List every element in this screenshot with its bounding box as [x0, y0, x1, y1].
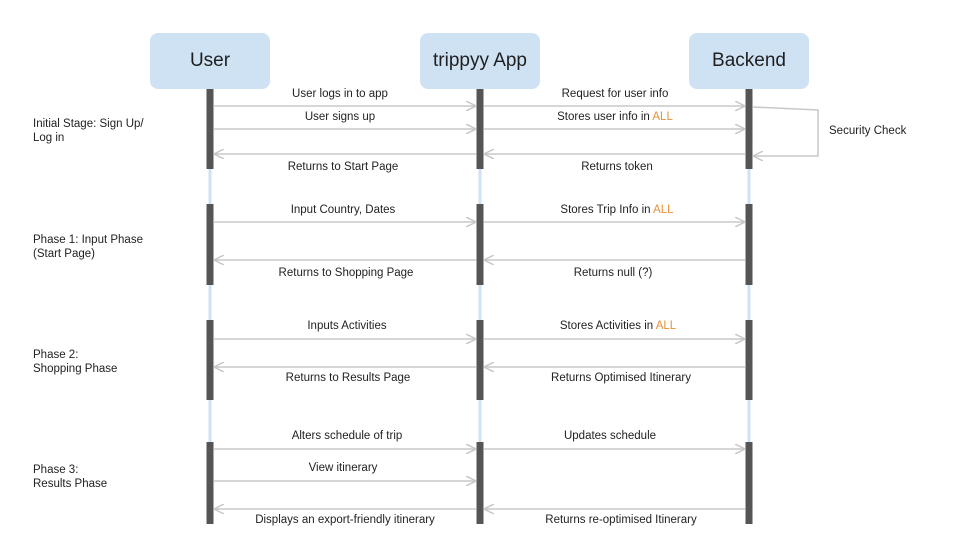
activation-app-phase1: [476, 204, 484, 285]
activation-user-phase1: [206, 204, 214, 285]
message-label: Returns to Start Page: [287, 161, 399, 173]
message-label: User logs in to app: [292, 88, 388, 100]
phase-label-3: Phase 3: Results Phase: [33, 463, 107, 491]
arrow-security-check: [752, 106, 819, 156]
message-label: Stores Trip Info in ALL: [560, 203, 673, 217]
actor-user: User: [150, 33, 270, 89]
message-text: Stores user info in: [557, 111, 653, 123]
phase-label-line: Log in: [33, 132, 65, 144]
activation-user-phase3: [206, 442, 214, 524]
message-label: Returns Optimised Itinerary: [551, 372, 691, 384]
message-label: Alters schedule of trip: [291, 430, 403, 442]
message-label: Displays an export-friendly itinerary: [255, 514, 435, 526]
activation-backend-initial: [745, 89, 753, 169]
highlight-text: ALL: [653, 204, 674, 216]
actor-backend: Backend: [689, 33, 809, 89]
phase-label-line: Results Phase: [33, 478, 108, 490]
phase-label-line: Shopping Phase: [33, 363, 118, 375]
phase-label-1: Phase 1: Input Phase (Start Page): [33, 233, 143, 261]
activation-backend-phase2: [745, 320, 753, 400]
message-label: Stores Activities in ALL: [560, 319, 676, 333]
message-label: Returns to Results Page: [285, 372, 411, 384]
message-label: Returns to Shopping Page: [278, 267, 414, 279]
activation-user-phase2: [206, 320, 214, 400]
activation-app-phase2: [476, 320, 484, 400]
security-check-label: Security Check: [829, 125, 907, 137]
phase-label-line: Phase 1: Input Phase: [33, 234, 143, 246]
activation-app-phase3: [476, 442, 484, 524]
message-label: Returns null (?): [573, 267, 653, 279]
phase-label-line: Phase 2:: [33, 349, 79, 361]
message-label: Returns token: [581, 161, 653, 173]
message-text: Stores Activities in: [559, 320, 656, 332]
highlight-text: ALL: [652, 111, 673, 123]
phase-label-line: Initial Stage: Sign Up/: [33, 118, 144, 130]
message-label: User signs up: [304, 111, 376, 123]
phase-label-initial: Initial Stage: Sign Up/ Log in: [33, 117, 144, 145]
activation-backend-phase1: [745, 204, 753, 285]
actor-app: trippyy App: [420, 33, 540, 89]
highlight-text: ALL: [655, 320, 677, 332]
message-label: Updates schedule: [563, 430, 657, 442]
phase-label-line: Phase 3:: [33, 464, 79, 476]
phase-label-2: Phase 2: Shopping Phase: [33, 348, 117, 376]
activation-backend-phase3: [745, 442, 753, 524]
message-label: Inputs Activities: [307, 320, 387, 332]
phase-label-line: (Start Page): [33, 248, 95, 260]
activation-app-initial: [476, 89, 484, 169]
message-label: Stores user info in ALL: [557, 110, 673, 124]
message-label: Returns re-optimised Itinerary: [545, 514, 697, 526]
message-label: Request for user info: [561, 88, 669, 100]
message-label: View itinerary: [308, 462, 378, 474]
message-text: Stores Trip Info in: [560, 204, 654, 216]
message-label: Input Country, Dates: [290, 204, 396, 216]
activation-user-initial: [206, 89, 214, 169]
